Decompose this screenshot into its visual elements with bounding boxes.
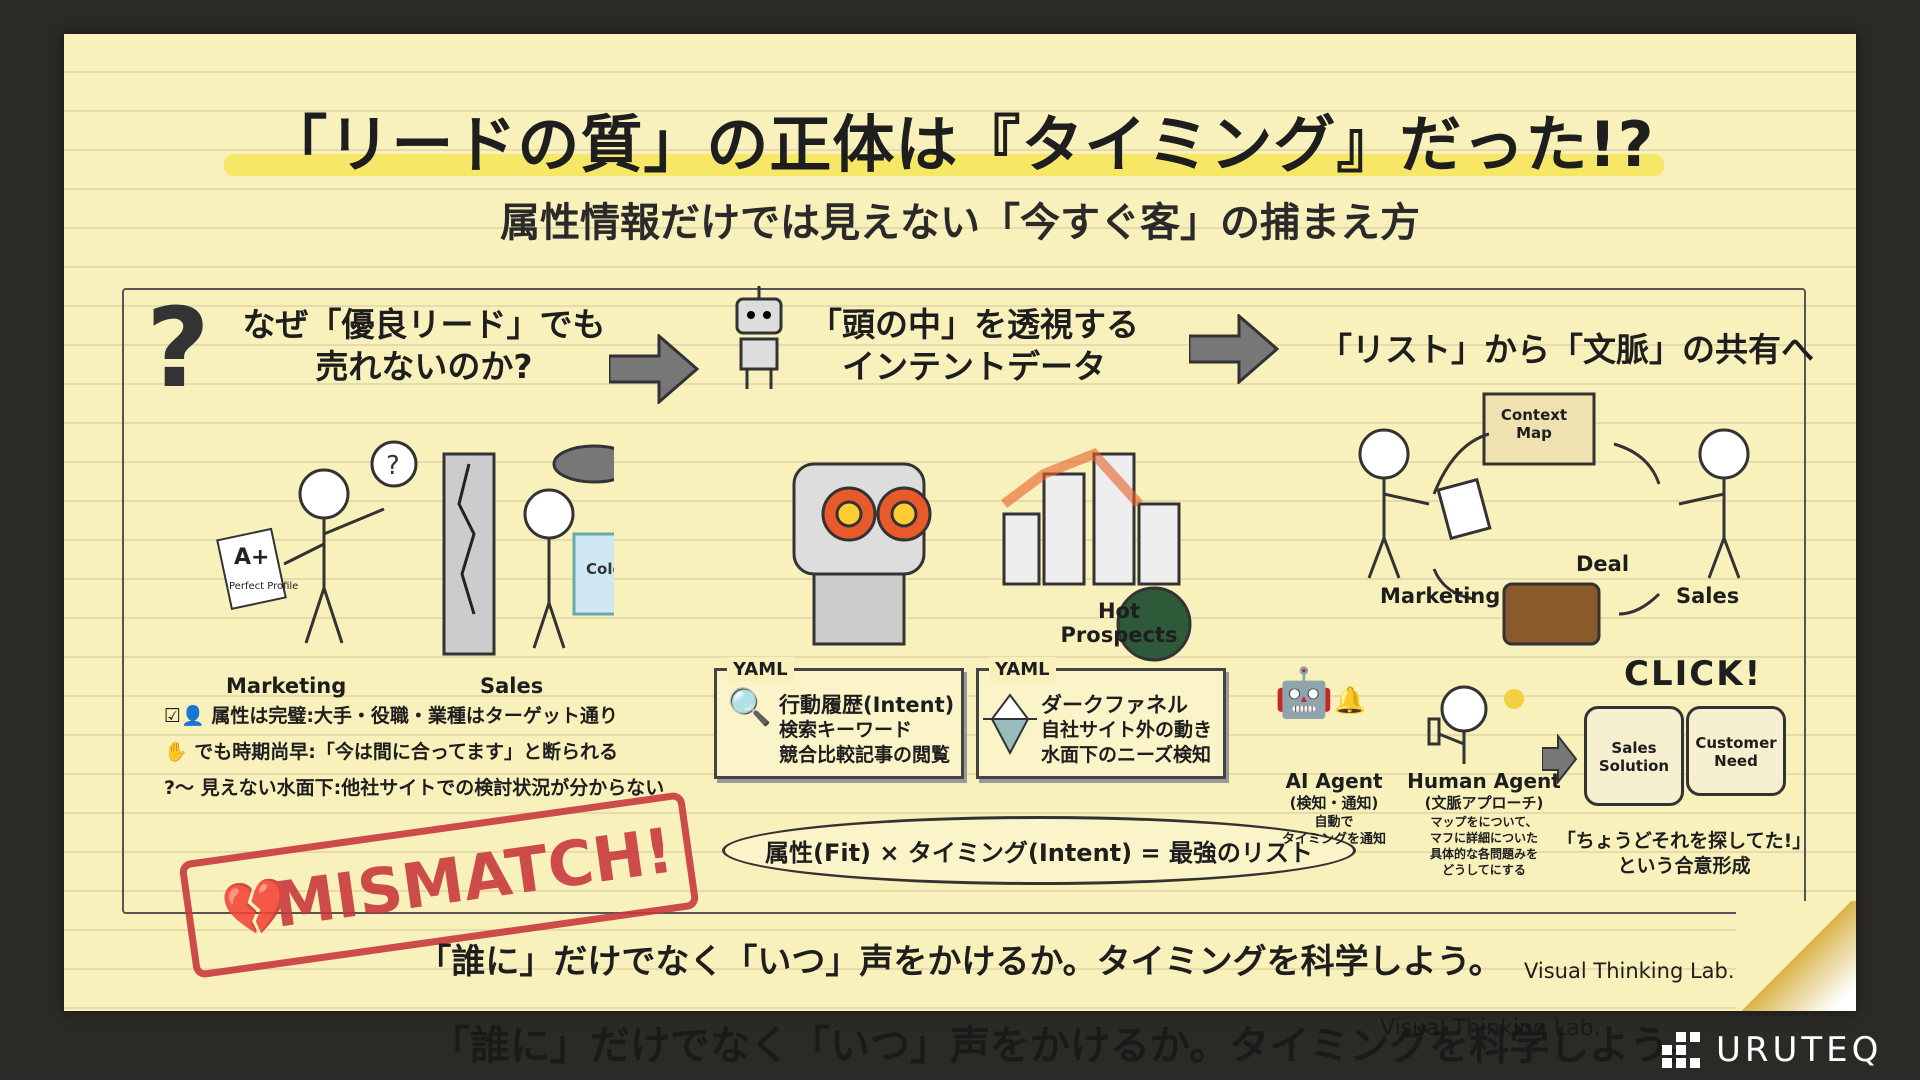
- context-sharing-illustration: [1358, 392, 1750, 646]
- ice-text: Cold Lead: [586, 560, 614, 578]
- question-mark-icon: ?: [146, 284, 210, 412]
- consensus-caption: 「ちょうどそれを探してた!」 という合意形成: [1554, 829, 1814, 879]
- arrow-right-icon: [609, 334, 699, 404]
- col2-heading-line1: 「頭の中」を透視する: [809, 305, 1139, 344]
- infographic-paper: 「リードの質」の正体は『タイミング』だった!? 属性情報だけでは見えない「今すぐ…: [64, 34, 1856, 1011]
- ai-agent-block: AI Agent (検知・通知) 自動で タイミングを通知: [1264, 770, 1404, 848]
- puzzle-piece-sales-solution: Sales Solution: [1584, 706, 1684, 806]
- sales-label: Sales: [1676, 584, 1740, 608]
- footer-message: 「誰に」だけでなく「いつ」声をかけるか。タイミングを科学しよう。: [417, 942, 1503, 982]
- svg-text:Cold Lead: Cold Lead: [586, 560, 614, 578]
- problem-list: ☑👤 属性は完璧:大手・役職・業種はターゲット通り ✋ でも時期尚早:「今は間に…: [164, 698, 664, 806]
- arrow-right-icon: [1189, 314, 1279, 384]
- consensus-line: という合意形成: [1617, 855, 1751, 877]
- brand-logo-icon: [1662, 1032, 1700, 1068]
- yaml-line: 自社サイト外の動き: [1041, 719, 1213, 741]
- marketing-label: Marketing: [226, 674, 347, 698]
- human-agent-desc: 具体的な各問題みを: [1429, 847, 1538, 861]
- ai-agent-robot-icon: 🤖🔔: [1274, 665, 1367, 721]
- human-agent-role: (文脈アプローチ): [1424, 794, 1544, 812]
- ghost-footer-text: 「誰に」だけでなく「いつ」声をかけるか。タイミングを科学しよう。: [430, 1023, 1707, 1069]
- yaml-tag: YAML: [727, 657, 794, 682]
- sales-label: Sales: [480, 674, 544, 698]
- human-agent-desc: マフに詳細についた: [1429, 831, 1538, 845]
- credit-text: Visual Thinking Lab.: [1524, 959, 1735, 983]
- yaml-line: 検索キーワード: [779, 719, 913, 741]
- problem-item: ☑👤 属性は完璧:大手・役職・業種はターゲット通り: [164, 698, 664, 734]
- col1-heading-line2: 売れないのか?: [315, 347, 533, 386]
- checkbox-icon: ☑👤: [164, 705, 212, 727]
- iceberg-icon: [983, 693, 1037, 756]
- marketing-label: Marketing: [1380, 584, 1501, 608]
- magnifier-icon: 🔍: [727, 687, 772, 728]
- yaml-tag: YAML: [989, 657, 1056, 682]
- formula-bubble: 属性(Fit) × タイミング(Intent) = 最強のリスト: [722, 816, 1356, 885]
- problem-text: 属性は完璧:大手・役職・業種はターゲット通り: [211, 705, 618, 727]
- yaml-title: ダークファネル: [1041, 693, 1188, 717]
- robot-icon: [735, 286, 783, 389]
- problem-item: ?〜 見えない水面下:他社サイトでの検討状況が分からない: [164, 770, 664, 806]
- ai-agent-desc: タイミングを通知: [1281, 832, 1386, 847]
- deal-label: Deal: [1576, 552, 1630, 576]
- brand-logo: URUTEQ: [1662, 1030, 1882, 1070]
- problem-text: 見えない水面下:他社サイトでの検討状況が分からない: [200, 777, 665, 799]
- problem-text: でも時期尚早:「今は間に合ってます」と断られる: [194, 741, 618, 763]
- question-wave-icon: ?〜: [164, 777, 201, 799]
- card-grade: A+: [234, 545, 269, 570]
- human-agent-block: Human Agent (文脈アプローチ) マップをについて、 マフに詳細につい…: [1404, 770, 1564, 878]
- page-curl: [1736, 901, 1856, 1011]
- problem-item: ✋ でも時期尚早:「今は間に合ってます」と断られる: [164, 734, 664, 770]
- col2-heading-line2: インテントデータ: [842, 347, 1106, 386]
- consensus-line: 「ちょうどそれを探してた!」: [1556, 830, 1812, 852]
- col1-heading-line1: なぜ「優良リード」でも: [242, 305, 606, 344]
- ai-agent-name: AI Agent: [1285, 769, 1383, 793]
- marketing-sales-wall-illustration: ? A+ Perfect Profile Cold Lead: [216, 440, 614, 656]
- human-agent-name: Human Agent: [1407, 769, 1561, 793]
- svg-text:Perfect Profile: Perfect Profile: [229, 581, 298, 592]
- ghost-credit-text: Visual Thinking Lab.: [1380, 1016, 1601, 1041]
- yaml-title: 行動履歴(Intent): [779, 693, 955, 717]
- svg-text:?: ?: [386, 451, 400, 481]
- brand-name: URUTEQ: [1716, 1030, 1883, 1070]
- human-agent-icon: [1427, 685, 1524, 764]
- page-title: 「リードの質」の正体は『タイミング』だった!?: [265, 108, 1655, 181]
- page-subtitle: 属性情報だけでは見えない「今すぐ客」の捕まえ方: [500, 200, 1420, 246]
- title-highlight: [224, 154, 1664, 176]
- yaml-line: 水面下のニーズ検知: [1041, 744, 1212, 766]
- col3-heading: 「リスト」から「文脈」の共有へ: [1319, 330, 1814, 369]
- puzzle-piece-customer-need: Customer Need: [1686, 706, 1786, 796]
- col2-heading: 「頭の中」を透視する インテントデータ: [794, 304, 1154, 388]
- human-agent-desc: どうしてにする: [1442, 863, 1526, 877]
- yaml-line: 競合比較記事の閲覧: [779, 744, 951, 766]
- ai-agent-role: (検知・通知): [1289, 794, 1379, 812]
- content-frame: [122, 288, 1806, 914]
- col1-heading: なぜ「優良リード」でも 売れないのか?: [234, 304, 614, 388]
- bell-icon: 🔔: [1333, 686, 1367, 716]
- arrow-right-icon: [1542, 734, 1578, 784]
- yaml-card-dark-funnel: YAML ダークファネル 自社サイト外の動き 水面下のニーズ検知: [976, 657, 1226, 779]
- hot-prospects-label: Hot Prospects: [1060, 599, 1178, 647]
- card-text: Perfect Profile: [229, 581, 298, 592]
- context-map-label: Context Map: [1500, 406, 1568, 442]
- yaml-card-intent: YAML 🔍 行動履歴(Intent) 検索キーワード 競合比較記事の閲覧: [714, 657, 964, 779]
- human-agent-desc: マップをについて、: [1430, 815, 1538, 829]
- click-text: CLICK!: [1624, 654, 1763, 694]
- hand-stop-icon: ✋: [164, 741, 195, 763]
- ai-agent-desc: 自動で: [1314, 815, 1354, 830]
- robot-binoculars-illustration: [792, 448, 1192, 662]
